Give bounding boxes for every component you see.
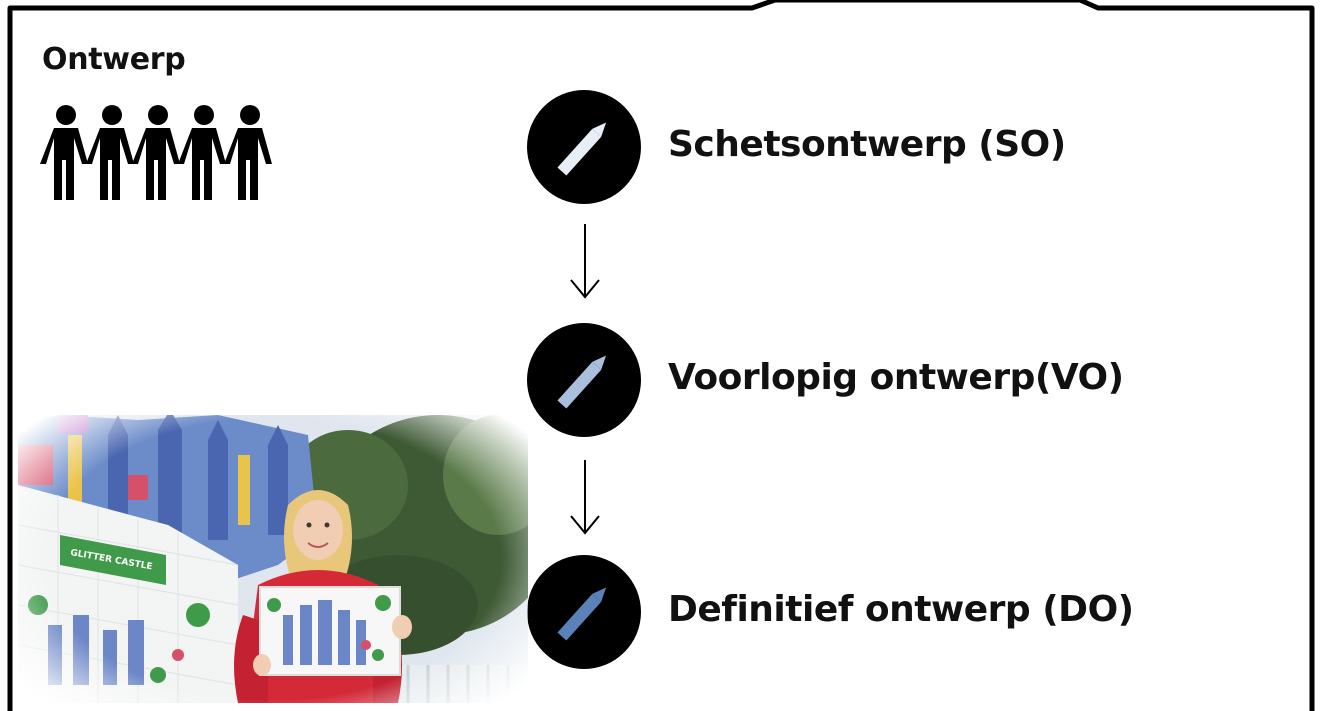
step-schetsontwerp: Schetsontwerp (SO)	[527, 90, 1147, 206]
people-group-icon	[40, 105, 272, 200]
step-label: Schetsontwerp (SO)	[668, 124, 1066, 165]
pencil-icon	[557, 122, 607, 176]
step-circle	[527, 90, 641, 204]
pencil-icon	[557, 355, 607, 409]
down-arrow-icon	[570, 460, 600, 535]
page-title: Ontwerp	[42, 42, 186, 77]
down-arrow-icon	[570, 224, 600, 299]
step-label: Voorlopig ontwerp(VO)	[668, 357, 1124, 398]
step-circle	[527, 555, 641, 669]
step-definitief-ontwerp: Definitief ontwerp (DO)	[527, 555, 1147, 671]
step-voorlopig-ontwerp: Voorlopig ontwerp(VO)	[527, 323, 1147, 439]
step-label: Definitief ontwerp (DO)	[668, 589, 1134, 630]
castle-drawing-photo: GLITTER CASTLE	[18, 415, 528, 703]
pencil-icon	[557, 587, 607, 641]
step-circle	[527, 323, 641, 437]
